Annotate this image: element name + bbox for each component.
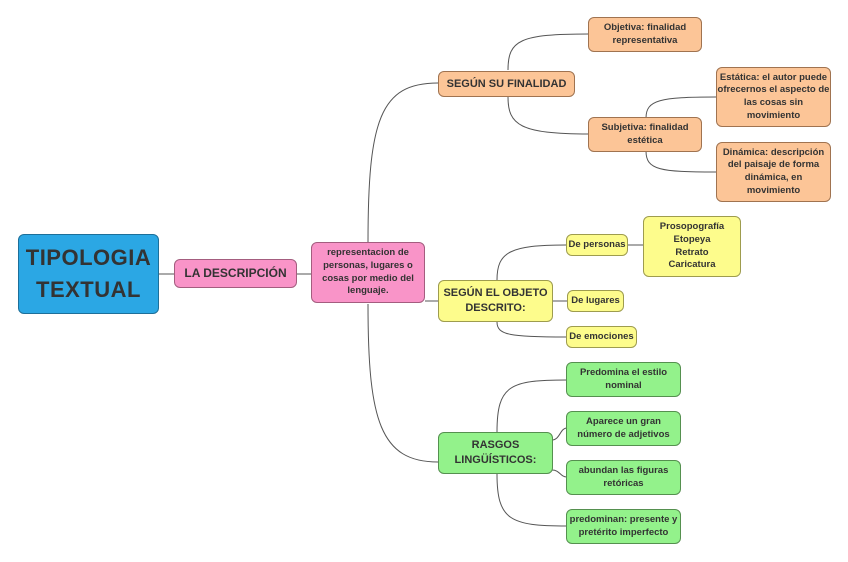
node-rasgo-nominal[interactable]: Predomina el estilo nominal [566,362,681,397]
node-de-personas[interactable]: De personas [566,234,628,256]
root-node-tipologia[interactable]: TIPOLOGIA TEXTUAL [18,234,159,314]
branch-objeto-descrito[interactable]: SEGÚN EL OBJETO DESCRITO: [438,280,553,322]
node-rasgo-figuras[interactable]: abundan las figuras retóricas [566,460,681,495]
node-subjetiva[interactable]: Subjetiva: finalidad estética [588,117,702,152]
branch-rasgos-linguisticos[interactable]: RASGOS LINGÜÍSTICOS: [438,432,553,474]
node-de-emociones[interactable]: De emociones [566,326,637,348]
branch-finalidad[interactable]: SEGÚN SU FINALIDAD [438,71,575,97]
node-estatica[interactable]: Estática: el autor puede ofrecernos el a… [716,67,831,127]
node-objetiva[interactable]: Objetiva: finalidad representativa [588,17,702,52]
node-dinamica[interactable]: Dinámica: descripción del paisaje de for… [716,142,831,202]
node-de-lugares[interactable]: De lugares [567,290,624,312]
node-rasgo-adjetivos[interactable]: Aparece un gran número de adjetivos [566,411,681,446]
node-tipos-personas[interactable]: Prosopografía Etopeya Retrato Caricatura [643,216,741,277]
main-node-descripcion[interactable]: LA DESCRIPCIÓN [174,259,297,288]
definition-node[interactable]: representacion de personas, lugares o co… [311,242,425,303]
node-rasgo-tiempos[interactable]: predominan: presente y pretérito imperfe… [566,509,681,544]
